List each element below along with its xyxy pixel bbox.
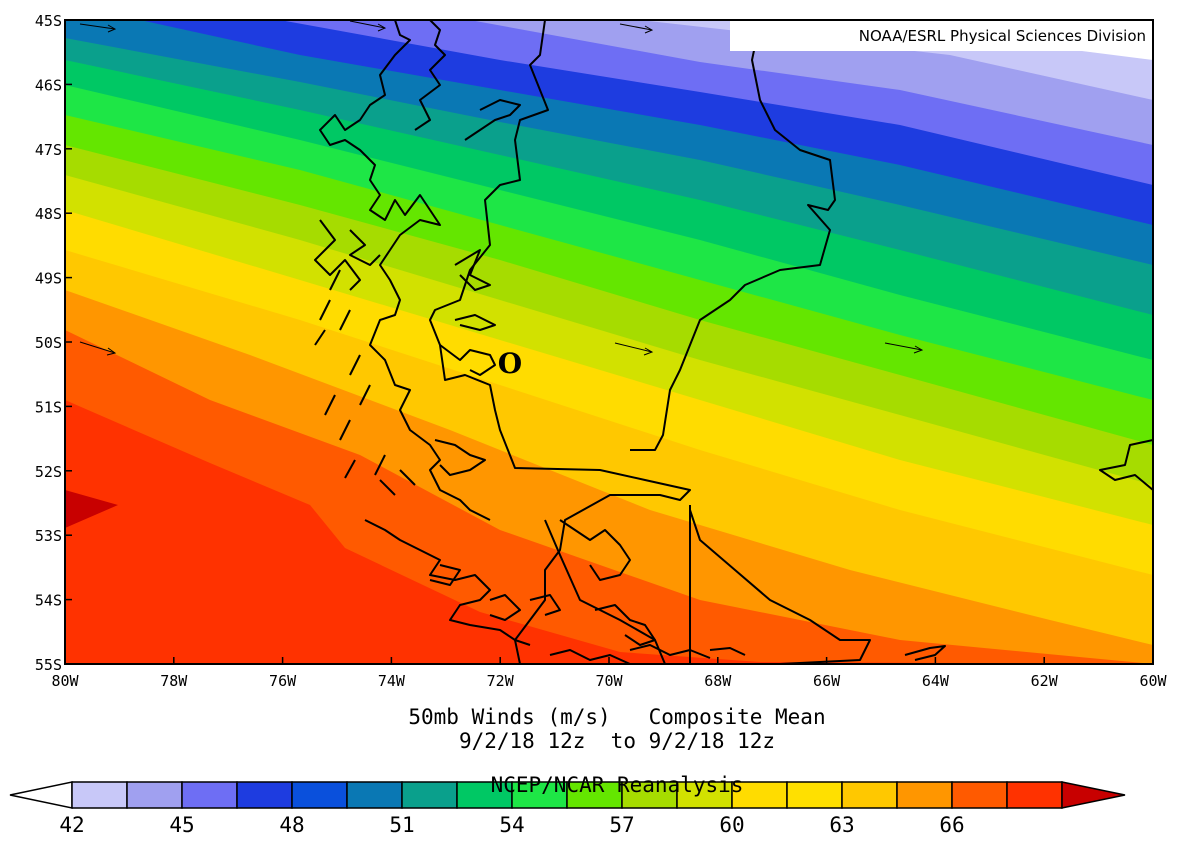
colorbar-tick-label: 48 — [279, 813, 304, 837]
title-line-2: 9/2/18 12z to 9/2/18 12z — [459, 729, 775, 753]
colorbar-tick-label: 63 — [829, 813, 854, 837]
colorbar-swatch — [126, 781, 183, 809]
colorbar-swatch — [896, 781, 953, 809]
colorbar — [9, 781, 1126, 809]
colorbar-swatch — [291, 781, 348, 809]
wind-vectors — [79, 20, 924, 356]
latitude-axis: 45S 46S 47S 48S 49S 50S 51S 52S 53S 54S 55S — [35, 12, 72, 674]
station-marker-label: O — [498, 347, 522, 380]
wind-arrow — [79, 23, 117, 33]
colorbar-swatch — [511, 781, 568, 809]
lon-tick-label: 70W — [595, 672, 623, 690]
lat-tick-label: 54S — [35, 592, 62, 610]
lon-tick-label: 62W — [1031, 672, 1059, 690]
lon-tick-label: 60W — [1139, 672, 1167, 690]
fjord-fragments — [314, 269, 416, 496]
colorbar-swatch — [346, 781, 403, 809]
wind-speed-field — [65, 20, 1153, 664]
lat-tick-label: 53S — [35, 527, 62, 545]
colorbar-swatch — [566, 781, 623, 809]
colorbar-tick-label: 54 — [499, 813, 524, 837]
colorbar-tick-label: 42 — [59, 813, 84, 837]
lon-tick-label: 68W — [704, 672, 732, 690]
colorbar-swatch — [621, 781, 678, 809]
colorbar-swatch — [236, 781, 293, 809]
lon-tick-label: 64W — [922, 672, 950, 690]
longitude-axis: 80W 78W 76W 74W 72W 70W 68W 66W 64W 62W 60W — [51, 657, 1168, 690]
lat-tick-label: 52S — [35, 463, 62, 481]
colorbar-swatch — [1006, 781, 1063, 809]
lat-tick-label: 48S — [35, 205, 62, 223]
colorbar-tick-label: 60 — [719, 813, 744, 837]
lat-tick-label: 49S — [35, 270, 62, 288]
wind-arrow — [884, 342, 924, 354]
colorbar-tick-labels: 42 45 48 51 54 57 60 63 66 — [59, 813, 964, 837]
colorbar-swatch — [401, 781, 458, 809]
title-line-1: 50mb Winds (m/s) Composite Mean — [408, 705, 825, 729]
colorbar-swatch — [181, 781, 238, 809]
lon-tick-label: 80W — [51, 672, 79, 690]
lon-tick-label: 76W — [269, 672, 297, 690]
lat-tick-label: 51S — [35, 398, 62, 416]
colorbar-tick-label: 66 — [939, 813, 964, 837]
colorbar-low-arrow — [9, 781, 73, 809]
colorbar-tick-label: 51 — [389, 813, 414, 837]
lon-tick-label: 78W — [160, 672, 188, 690]
lon-tick-label: 74W — [378, 672, 406, 690]
title-line-3: NCEP/NCAR Reanalysis — [491, 773, 744, 797]
lat-tick-label: 46S — [35, 76, 62, 94]
band-high-core — [65, 490, 118, 528]
lat-tick-label: 50S — [35, 334, 62, 352]
colorbar-tick-label: 57 — [609, 813, 634, 837]
coastline — [314, 20, 1153, 664]
colorbar-tick-label: 45 — [169, 813, 194, 837]
colorbar-swatch — [786, 781, 843, 809]
lat-tick-label: 45S — [35, 12, 62, 30]
lon-tick-label: 66W — [813, 672, 841, 690]
colorbar-swatch — [951, 781, 1008, 809]
lat-tick-label: 55S — [35, 656, 62, 674]
colorbar-high-arrow — [1061, 781, 1126, 809]
credit-text: NOAA/ESRL Physical Sciences Division — [859, 27, 1146, 45]
wind-arrow — [614, 342, 654, 356]
colorbar-swatch — [841, 781, 898, 809]
wind-arrow — [79, 341, 117, 356]
lon-tick-label: 72W — [487, 672, 515, 690]
colorbar-swatch — [71, 781, 128, 809]
lat-tick-label: 47S — [35, 141, 62, 159]
wind-arrow — [349, 20, 387, 32]
wind-arrow — [619, 23, 654, 34]
credit-box — [730, 21, 1150, 51]
